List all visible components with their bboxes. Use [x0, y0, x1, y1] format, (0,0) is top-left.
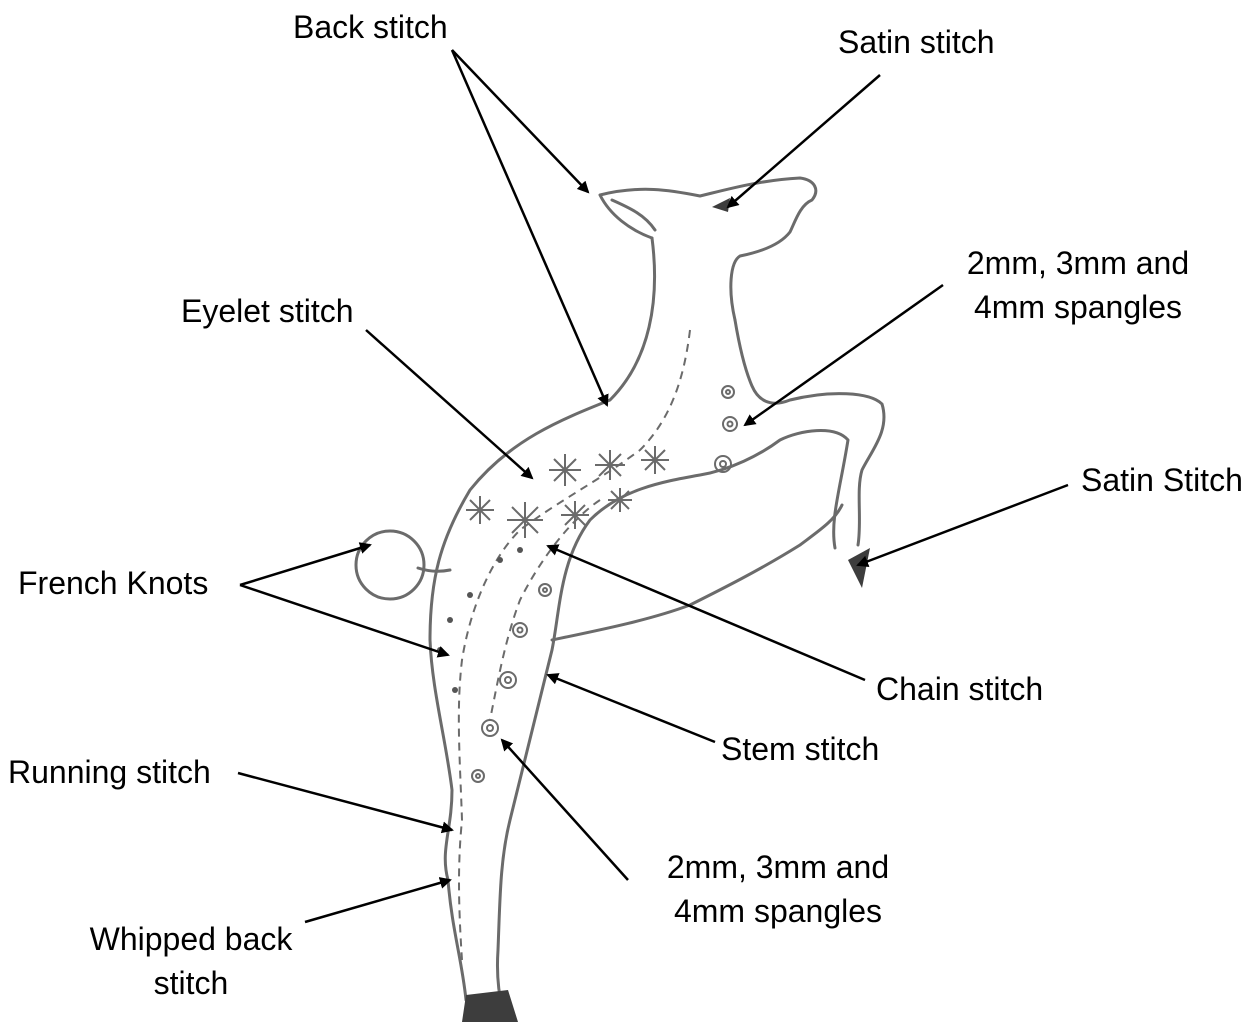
hoof-satin [848, 548, 870, 588]
eyelet-stitches [466, 446, 669, 538]
label-eyelet-stitch: Eyelet stitch [181, 289, 354, 333]
label-stem-stitch: Stem stitch [721, 727, 879, 771]
label-whipped-back-stitch: Whipped back stitch [66, 917, 316, 1005]
label-french-knots: French Knots [18, 561, 208, 605]
label-spangles-upper: 2mm, 3mm and 4mm spangles [948, 241, 1208, 329]
rear-hoof [462, 990, 518, 1022]
label-whipped-line1: Whipped back [66, 917, 316, 961]
label-satin-stitch-eye: Satin stitch [838, 20, 995, 64]
label-satin-stitch-hoof: Satin Stitch [1081, 458, 1243, 502]
label-whipped-line2: stitch [66, 961, 316, 1005]
label-back-stitch: Back stitch [293, 5, 448, 49]
label-spangles-lower-line1: 2mm, 3mm and [648, 845, 908, 889]
label-spangles-lower: 2mm, 3mm and 4mm spangles [648, 845, 908, 933]
label-running-stitch: Running stitch [8, 750, 211, 794]
eye-satin [712, 198, 730, 212]
label-spangles-upper-line1: 2mm, 3mm and [948, 241, 1208, 285]
label-spangles-lower-line2: 4mm spangles [648, 889, 908, 933]
spangles [472, 386, 737, 782]
label-chain-stitch: Chain stitch [876, 667, 1043, 711]
label-spangles-upper-line2: 4mm spangles [948, 285, 1208, 329]
